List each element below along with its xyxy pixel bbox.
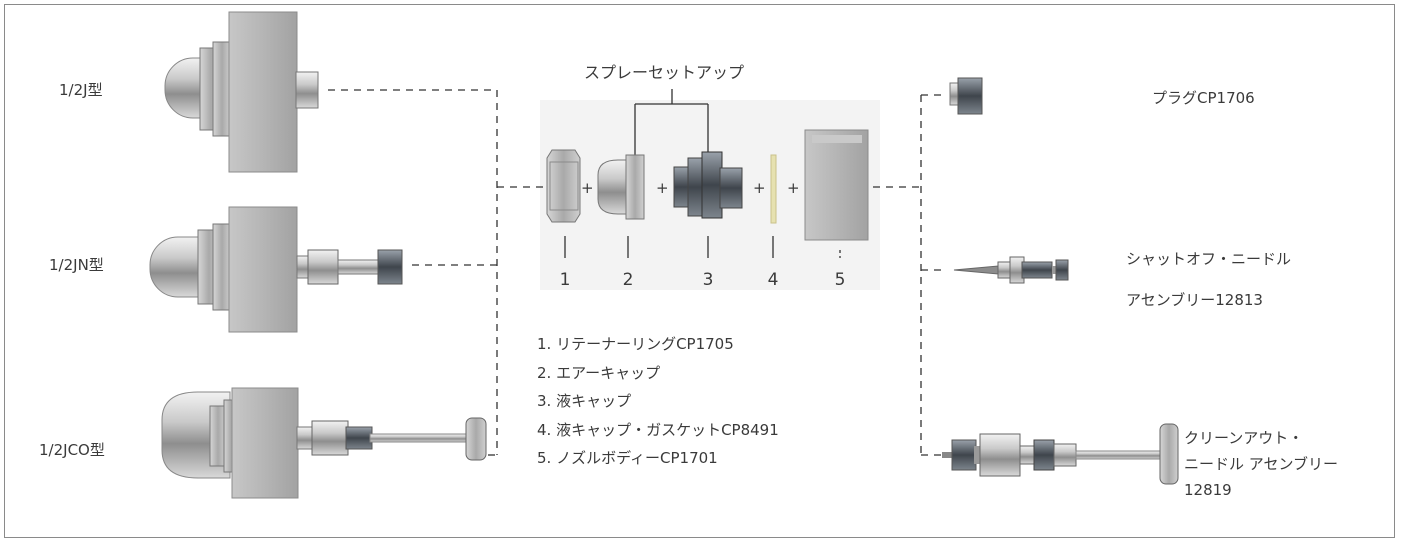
- model-label-1-2j: 1/2J型: [59, 81, 103, 99]
- plug-cp1706-image: [949, 77, 983, 115]
- part-number-3: 3: [702, 270, 714, 290]
- diagram-frame: [4, 4, 1395, 538]
- nozzle-1-2jco-image: [161, 387, 487, 499]
- parts-list: 1. リテーナーリングCP1705 2. エアーキャップ 3. 液キャップ 4.…: [537, 330, 779, 473]
- cleanout-needle-label-line3: 12819: [1184, 481, 1232, 499]
- shutoff-needle-assembly-image: [953, 256, 1069, 284]
- part-4-gasket-image: [770, 154, 777, 224]
- parts-list-item: 2. エアーキャップ: [537, 363, 661, 382]
- parts-list-item: 3. 液キャップ: [537, 392, 632, 410]
- part-number-4: 4: [767, 270, 779, 290]
- part-3-liquid-cap-image: [673, 151, 743, 219]
- left-connector-lines: [328, 89, 545, 456]
- parts-list-item: 4. 液キャップ・ガスケットCP8491: [537, 420, 779, 439]
- setup-bracket: [634, 89, 709, 158]
- model-label-1-2jco: 1/2JCO型: [39, 441, 105, 459]
- model-label-1-2jn: 1/2JN型: [49, 256, 104, 274]
- cleanout-needle-assembly-image: [942, 423, 1179, 485]
- cleanout-needle-label-line1: クリーンアウト・: [1184, 429, 1304, 447]
- part-number-leaders: [564, 236, 841, 258]
- plus-sign: +: [656, 179, 669, 197]
- part-number-5: 5: [834, 270, 846, 290]
- plus-sign: +: [753, 179, 766, 197]
- nozzle-1-2jn-image: [149, 206, 403, 333]
- cleanout-needle-label-line2: ニードル アセンブリー: [1184, 455, 1339, 473]
- right-connector-lines: [873, 94, 945, 456]
- shutoff-needle-label-line1: シャットオフ・ニードル: [1126, 250, 1292, 268]
- part-number-1: 1: [559, 270, 571, 290]
- spray-setup-title: スプレーセットアップ: [584, 63, 745, 82]
- part-5-nozzle-body-image: [804, 129, 869, 241]
- part-2-air-cap-image: [597, 154, 645, 220]
- part-1-retainer-ring-image: [546, 149, 581, 223]
- plug-label: プラグCP1706: [1152, 89, 1255, 107]
- nozzle-1-2j-image: [164, 11, 319, 173]
- plus-sign: +: [581, 179, 594, 197]
- part-number-2: 2: [622, 270, 634, 290]
- shutoff-needle-label-line2: アセンブリー12813: [1126, 291, 1263, 309]
- parts-list-item: 5. ノズルボディーCP1701: [537, 449, 718, 467]
- parts-list-item: 1. リテーナーリングCP1705: [537, 335, 734, 353]
- plus-sign: +: [787, 179, 800, 197]
